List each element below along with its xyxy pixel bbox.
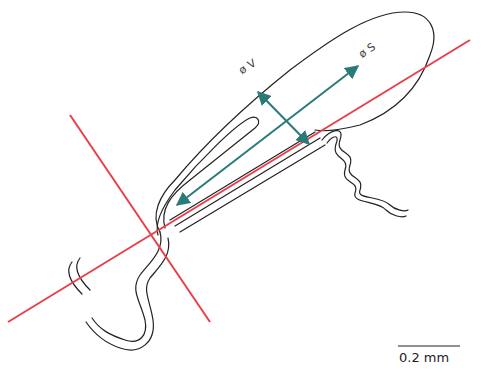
reference-axes [8,40,470,322]
diameter-arrows [177,66,358,205]
specimen-outline [69,12,434,350]
diameter-label: ø S [357,41,377,60]
scale-label: 0.2 mm [399,351,449,364]
diameter-label: ø V [237,57,258,76]
scale-bar [398,346,460,347]
